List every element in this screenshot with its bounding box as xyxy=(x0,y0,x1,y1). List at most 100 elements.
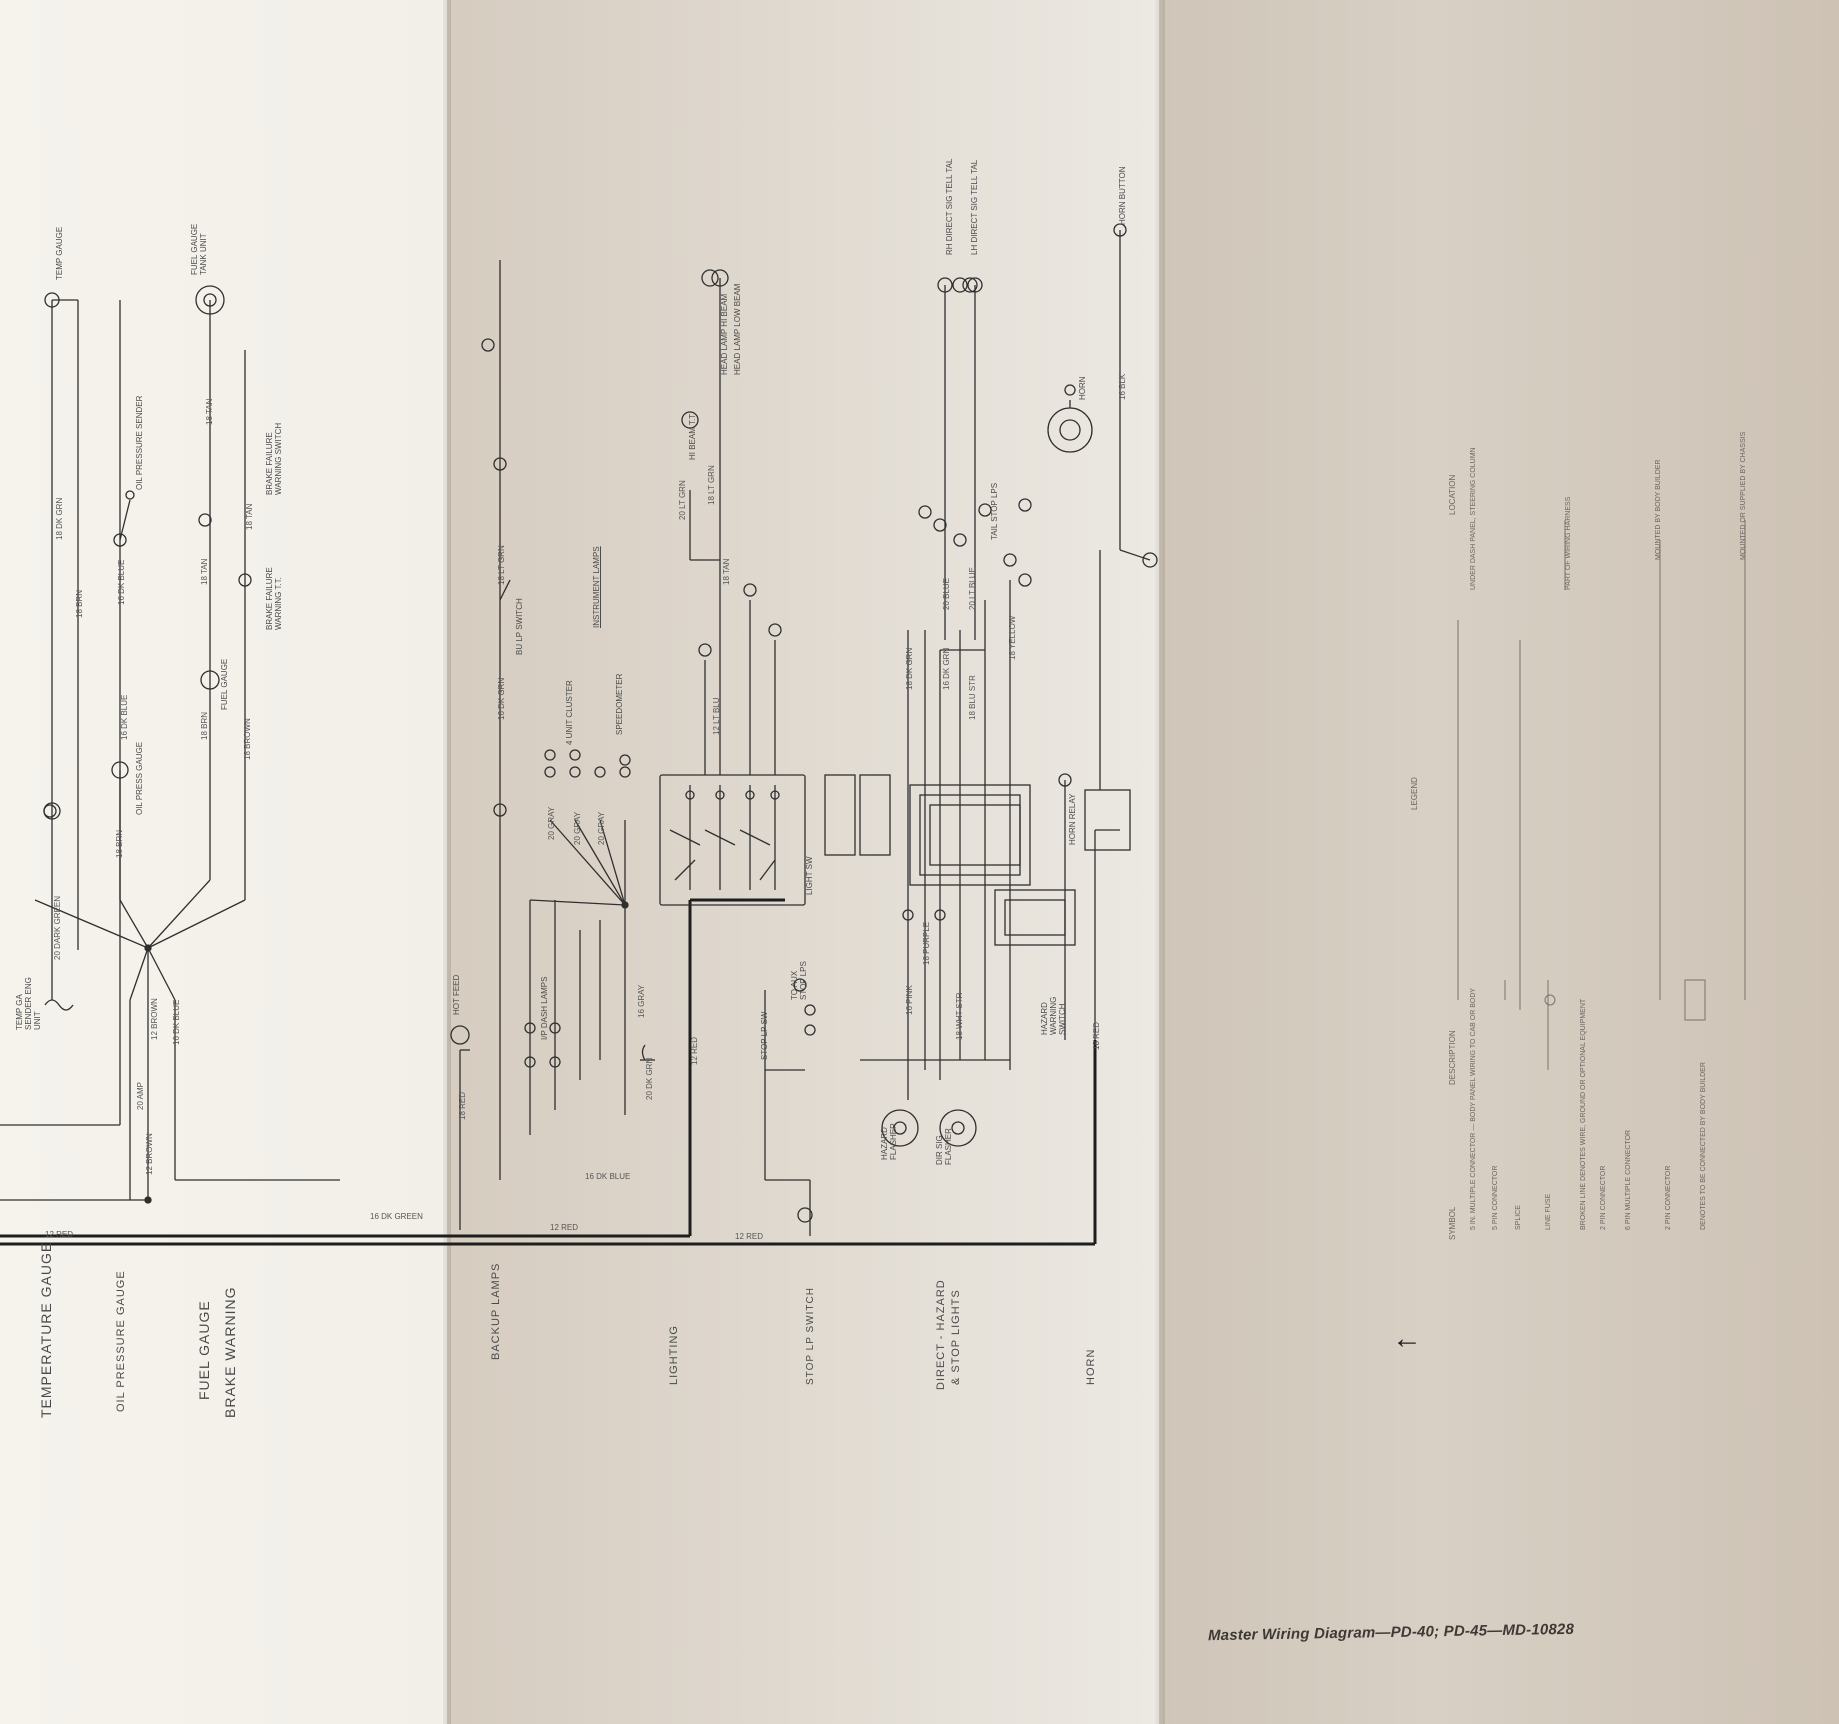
legend-item: 5 IN. MULTIPLE CONNECTOR — BODY PANEL WI… xyxy=(1470,987,1477,1230)
legend-lines xyxy=(1457,520,1746,1070)
component-label-hi-beam-tt: HI BEAM T.T. xyxy=(688,412,697,460)
component-label-speedometer: SPEEDOMETER xyxy=(615,673,624,735)
legend-title: LEGEND xyxy=(1410,777,1419,810)
legend-location: UNDER DASH PANEL, STEERING COLUMN xyxy=(1470,447,1477,590)
legend-location: MOUNTED OR SUPPLIED BY CHASSIS xyxy=(1740,431,1747,560)
sheet-panel-left xyxy=(0,0,447,1724)
wire-label: 18 BRN xyxy=(115,829,124,858)
wire-label: 16 DK BLUE xyxy=(120,694,129,740)
section-label-horn: HORN xyxy=(1085,1348,1097,1385)
legend-col-location: LOCATION xyxy=(1448,474,1457,515)
section-label-direct-hazard: DIRECT - HAZARD xyxy=(935,1279,947,1390)
instrument-lamps-circuit xyxy=(524,749,655,1135)
component-label-head-lamp-hi: HEAD LAMP HI BEAM xyxy=(720,293,729,375)
component-label-unit-cluster: 4 UNIT CLUSTER xyxy=(565,680,574,745)
wire-label: 18 YELLOW xyxy=(1008,615,1017,660)
section-label-fuel-gauge: FUEL GAUGE xyxy=(196,1300,212,1400)
component-label-fuel-gauge-tank-unit: FUEL GAUGE TANK UNIT xyxy=(190,223,208,275)
legend-item: DENOTES TO BE CONNECTED BY BODY BUILDER xyxy=(1700,1062,1707,1230)
wire-label: 18 TAN xyxy=(200,558,209,585)
component-label-dir-sig-flasher: DIR SIG FLASHER xyxy=(935,1128,953,1165)
component-label-rh-direct-sig: RH DIRECT SIG TELL TAL xyxy=(945,158,954,255)
wire-label: 16 DK BLUE xyxy=(117,559,126,605)
direction-hazard-circuit xyxy=(824,277,1076,1100)
wire-label: 18 BRN xyxy=(75,589,84,618)
wire-label: 16 DK GRN xyxy=(942,647,951,690)
legend-item: 5 PIN CONNECTOR xyxy=(1492,1165,1499,1230)
component-label-tail-stop-lps: TAIL STOP LPS xyxy=(990,482,999,540)
wire-label: 18 BRN xyxy=(200,711,209,740)
component-label-brake-failure-tt: BRAKE FAILURE WARNING T.T. xyxy=(265,567,283,630)
component-label-oil-pressure-sender: OIL PRESSURE SENDER xyxy=(135,395,144,490)
component-label-hazard-flasher: HAZARD FLASHER xyxy=(880,1123,898,1160)
wire-label: 18 PURPLE xyxy=(922,921,931,965)
component-label-horn-relay: HORN RELAY xyxy=(1068,793,1077,845)
component-label-bu-lp-switch: BU LP SWITCH xyxy=(515,598,524,655)
wire-label: 20 LT BLUE xyxy=(968,567,977,610)
wire-label: 18 LT GRN xyxy=(497,545,506,585)
wire-label: 16 PINK xyxy=(905,985,914,1015)
legend-item: LINE FUSE xyxy=(1545,1193,1552,1230)
component-label-instrument-lamps: INSTRUMENT LAMPS xyxy=(592,546,601,628)
wire-label: 16 BLK xyxy=(1118,373,1127,400)
legend-item: 2 PIN CONNECTOR xyxy=(1665,1165,1672,1230)
wire-label: 12 BROWN xyxy=(145,1133,154,1175)
component-label-horn: HORN xyxy=(1078,376,1087,400)
wire-label: 18 RED xyxy=(458,1091,467,1120)
wire-label: 20 DK GRN xyxy=(645,1057,654,1100)
wire-label: 18 WHT STR xyxy=(955,992,964,1040)
wire-label: 12 LT BLU xyxy=(712,697,721,735)
oil-fuel-circuit xyxy=(0,285,340,1204)
wire-label: 12 RED xyxy=(735,1232,764,1241)
left-arrow-icon: ← xyxy=(1392,1322,1422,1355)
section-label-lighting: LIGHTING xyxy=(668,1325,680,1385)
wire-label: 18 DK GRN xyxy=(905,647,914,690)
legend-item: 6 PIN MULTIPLE CONNECTOR xyxy=(1625,1129,1632,1230)
wire-label: 20 LT GRN xyxy=(678,480,687,520)
fold-shadow xyxy=(1155,0,1165,1724)
component-label-fuel-gauge: FUEL GAUGE xyxy=(220,658,229,710)
component-label-hazard-warning-switch: HAZARD WARNING SWITCH xyxy=(1040,996,1067,1035)
component-label-lh-direct-sig: LH DIRECT SIG TELL TAL xyxy=(970,159,979,255)
legend-col-description: DESCRIPTION xyxy=(1448,1030,1457,1085)
wire-label: 18 TAN xyxy=(205,398,214,425)
section-label-stop-lp-switch: STOP LP SWITCH xyxy=(805,1287,816,1385)
wire-label: 12 RED xyxy=(550,1223,579,1232)
wire-label: 20 DARK GREEN xyxy=(53,895,62,960)
fold-shadow xyxy=(443,0,451,1724)
legend-item: SPLICE xyxy=(1515,1205,1522,1230)
component-label-temp-gauge: TEMP GAUGE xyxy=(55,226,64,280)
component-label-brake-failure-switch: BRAKE FAILURE WARNING SWITCH xyxy=(265,422,283,495)
wire-label: 18 BLU STR xyxy=(968,675,977,720)
section-label-temperature-gauge: TEMPERATURE GAUGE xyxy=(38,1241,54,1418)
component-label-dash-lamps: I/P DASH LAMPS xyxy=(540,976,549,1040)
wire-label: 20 GRAY xyxy=(547,806,556,840)
component-label-temp-sender: TEMP GA SENDER ENG UNIT xyxy=(15,977,42,1030)
legend-col-symbol: SYMBOL xyxy=(1448,1206,1457,1240)
component-label-oil-press-gauge: OIL PRESS GAUGE xyxy=(135,741,144,815)
wire-label: 16 DK BLUE xyxy=(585,1172,631,1181)
wire-label: 16 GRAY xyxy=(637,984,646,1018)
section-label-backup-lamps: BACKUP LAMPS xyxy=(490,1262,502,1360)
component-label-to-aux-stop: TO AUX STOP LPS xyxy=(790,961,808,1000)
wire-label: 18 RED xyxy=(1092,1021,1101,1050)
wire-label: 20 GRAY xyxy=(573,811,582,845)
legend-location: MOUNTED BY BODY BUILDER xyxy=(1655,459,1662,561)
wire-label: 20 AMP xyxy=(136,1081,145,1110)
wire-label: 12 RED xyxy=(45,1230,74,1239)
section-label-oil-pressure-gauge: OIL PRESSURE GAUGE xyxy=(115,1270,127,1412)
wire-label: 18 LT GRN xyxy=(707,465,716,505)
wire-label: 18 TAN xyxy=(245,503,254,530)
legend-item: BROKEN LINE DENOTES WIRE, GROUND OR OPTI… xyxy=(1580,998,1587,1230)
legend-item: 2 PIN CONNECTOR xyxy=(1600,1165,1607,1230)
wire-label: 18 BROWN xyxy=(243,718,252,760)
wire-label: 20 BLUE xyxy=(942,577,951,610)
legend-location: PART OF WIRING HARNESS xyxy=(1565,496,1572,590)
sheet-panel-middle xyxy=(447,0,1159,1724)
component-label-hot-feed: HOT FEED xyxy=(452,974,461,1015)
wire-label: 12 BROWN xyxy=(150,998,159,1040)
sheet-panel-right xyxy=(1159,0,1839,1724)
component-label-light-sw: LIGHT SW xyxy=(805,856,814,895)
section-label-brake-warning: BRAKE WARNING xyxy=(222,1286,238,1419)
